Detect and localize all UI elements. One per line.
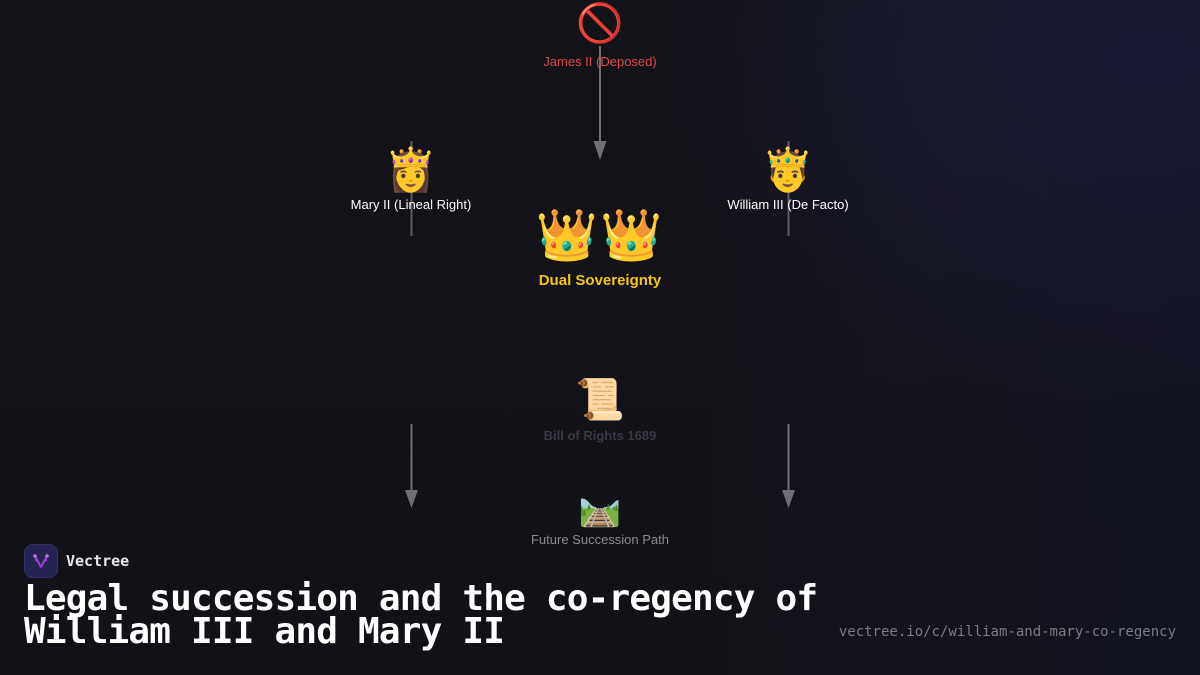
railway-track-icon: 🛤️	[578, 489, 622, 529]
node-label: Future Succession Path	[530, 532, 670, 547]
prohibited-icon: 🚫	[576, 1, 624, 45]
node-mary-ii[interactable]: 👸 Mary II (Lineal Right)	[350, 145, 472, 213]
scroll-icon: 📜	[575, 377, 625, 423]
crown-icon: 👑👑	[535, 206, 665, 264]
node-label: William III (De Facto)	[727, 197, 849, 212]
node-dual-sovereignty[interactable]: 👑👑 Dual Sovereignty	[536, 210, 665, 289]
node-william-iii[interactable]: 🤴 William III (De Facto)	[727, 145, 849, 213]
edge-mary-to-future	[405, 424, 418, 508]
node-label: Bill of Rights 1689	[543, 428, 657, 443]
node-future-succession[interactable]: 🛤️ Future Succession Path	[531, 492, 669, 547]
brand: Vectree	[24, 544, 129, 578]
node-label: Dual Sovereignty	[538, 272, 662, 289]
page-title: Legal succession and the co-regency of W…	[24, 578, 818, 652]
node-bill-of-rights[interactable]: 📜 Bill of Rights 1689	[544, 380, 657, 443]
edge-william-to-future	[782, 424, 795, 508]
brand-name: Vectree	[66, 552, 130, 570]
princess-icon: 👸	[384, 145, 438, 194]
node-label: Mary II (Lineal Right)	[350, 197, 472, 212]
edge-james-to-dual	[593, 46, 607, 160]
prince-icon: 🤴	[761, 145, 815, 194]
node-james-ii[interactable]: 🚫 James II (Deposed)	[543, 4, 656, 69]
vectree-logo-icon	[24, 544, 58, 578]
node-label: James II (Deposed)	[543, 54, 657, 69]
source-url[interactable]: vectree.io/c/william-and-mary-co-regency	[838, 624, 1176, 640]
